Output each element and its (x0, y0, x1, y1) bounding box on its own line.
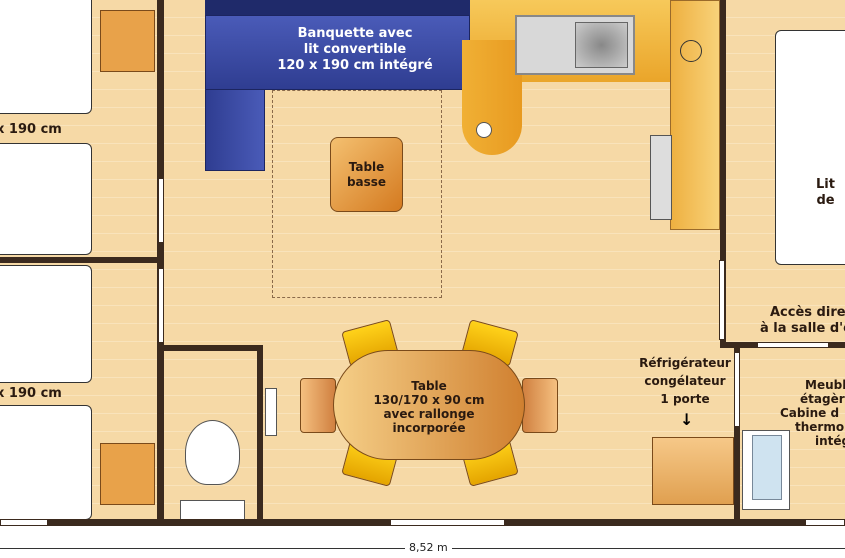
bed-3 (0, 265, 92, 383)
bed-right (775, 30, 845, 265)
window-bottom-mid (390, 519, 505, 526)
banquette-label: Banquette avec lit convertible 120 x 190… (255, 26, 455, 74)
fridge-label: Réfrigérateur congélateur 1 porte (625, 354, 745, 408)
door-left-1[interactable] (158, 178, 164, 243)
fridge-label-2: congélateur (644, 374, 726, 388)
access-label: Accès direc à la salle d'e (760, 305, 845, 337)
chair-5 (300, 378, 336, 433)
access-label-1: Accès direc (770, 305, 845, 320)
bed-size-label-top: x 190 cm (0, 122, 62, 137)
bed-2 (0, 143, 92, 255)
outlet-icon (680, 40, 702, 62)
shower-label-5: intég (815, 434, 845, 448)
dining-table-label-2: 130/170 x 90 cm (373, 393, 485, 407)
banquette-back (205, 0, 470, 15)
window-bottom-left (0, 519, 48, 526)
right-bed-label: Lit de (816, 177, 835, 208)
wall-wc (160, 345, 260, 351)
fridge-label-3: 1 porte (660, 392, 710, 406)
shower-label-1: Meubl (805, 378, 845, 392)
dining-table-label-1: Table (411, 379, 447, 393)
wall-wc-right (257, 345, 263, 523)
coffee-table (330, 137, 403, 212)
coffee-table-label: Table basse (330, 160, 403, 190)
coffee-table-label-1: Table (348, 160, 385, 174)
fridge (652, 437, 734, 505)
wardrobe-bottom (100, 443, 155, 505)
toilet-tank (180, 500, 245, 520)
door-right[interactable] (719, 260, 725, 340)
bed-1 (0, 0, 92, 114)
cabinet (670, 0, 720, 230)
door-bathroom-right[interactable] (757, 342, 829, 348)
dining-table-label-4: incorporée (392, 421, 466, 435)
stove[interactable] (650, 135, 672, 220)
wall-shower (734, 345, 740, 523)
shower-label-4: thermo (795, 420, 845, 434)
dining-table-label: Table 130/170 x 90 cm avec rallonge inco… (333, 379, 525, 435)
lamp-icon (476, 122, 492, 138)
shower-label-3: Cabine d (780, 406, 840, 420)
door-left-2[interactable] (158, 268, 164, 343)
washbasin (265, 388, 277, 436)
banquette-label-3: 120 x 190 cm intégré (277, 58, 433, 73)
banquette-side (205, 89, 265, 171)
door-shower[interactable] (734, 352, 740, 427)
access-label-2: à la salle d'e (760, 321, 845, 336)
dining-table-label-3: avec rallonge (383, 407, 475, 421)
bed-extended-outline (272, 90, 442, 298)
dimension-label: 8,52 m (405, 541, 452, 554)
wall-left (157, 0, 164, 525)
wall-right (720, 0, 726, 345)
window-bottom-right (805, 519, 845, 526)
toilet (185, 420, 240, 485)
bed-size-label-bottom: x 190 cm (0, 386, 62, 401)
wall-bedroom-divider (0, 257, 160, 263)
kitchen-counter-curve (462, 40, 522, 155)
coffee-table-label-2: basse (346, 175, 387, 189)
banquette-label-1: Banquette avec (297, 26, 413, 41)
wardrobe-top (100, 10, 155, 72)
chair-6 (522, 378, 558, 433)
sink-basin (575, 22, 628, 68)
bed-4 (0, 405, 92, 520)
dining-table (333, 350, 525, 460)
shower-basin (752, 435, 782, 500)
banquette (205, 15, 470, 90)
shower-label: Meubl étagèr Cabine d thermo intég (780, 378, 845, 448)
shower-label-2: étagèr (800, 392, 845, 406)
fridge-label-1: Réfrigérateur (639, 356, 731, 370)
arrow-down-icon: ↓ (680, 410, 694, 429)
banquette-label-2: lit convertible (303, 42, 407, 57)
